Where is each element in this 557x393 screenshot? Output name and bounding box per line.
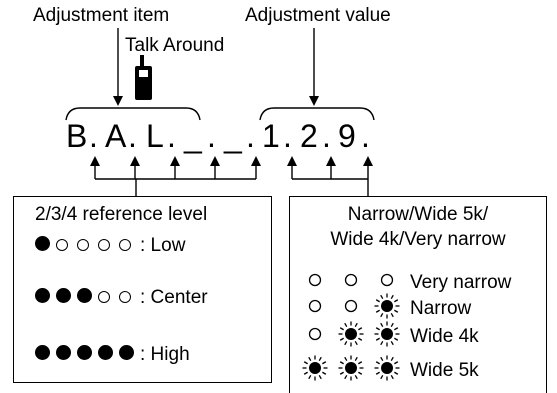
bandwidth-row-wide-5k: Wide 5k [302,355,479,387]
unlit-indicator-icon [338,267,364,293]
bandwidth-row-narrow: Narrow [302,293,471,325]
empty-dot-icon [56,239,68,251]
bandwidth-row-wide-4k: Wide 4k [302,321,479,353]
empty-dot-icon [98,291,110,303]
display-char-5: _ [224,118,242,154]
display-dot: . [246,118,255,154]
level-label-high: : High [140,344,190,365]
filled-dot-icon [35,288,50,303]
display-char-4: _ [184,118,202,154]
bandwidth-indicator-very-narrow [302,267,410,299]
display-char-3: L [146,118,164,154]
filled-dot-icon [56,345,71,360]
reference-level-panel: 2/3/4 reference level : Low : Center : H… [13,196,272,383]
value-pointer-arrowhead [309,96,319,106]
lit-indicator-icon [338,321,364,347]
bandwidth-indicator-wide-5k [302,355,410,387]
display-dot: . [89,118,98,154]
display-dot: . [167,118,176,154]
filled-dot-icon [119,345,134,360]
bandwidth-label-wide-5k: Wide 5k [410,360,479,381]
bandwidth-label-narrow: Narrow [410,298,472,319]
item-bracket [65,107,201,121]
reference-level-title: 2/3/4 reference level [35,204,208,225]
display-char-1: B [66,118,88,154]
filled-dot-icon [56,288,71,303]
display-dot: . [207,118,216,154]
bandwidth-panel: Narrow/Wide 5k/ Wide 4k/Very narrow Very… [289,196,547,393]
filled-dot-icon [98,345,113,360]
bandwidth-title-line1: Narrow/Wide 5k/ [347,204,489,225]
filled-dot-icon [35,236,50,251]
unlit-indicator-icon [302,293,328,319]
level-indicator-high [35,344,140,366]
bandwidth-title-line2: Wide 4k/Very narrow [330,229,506,250]
empty-dot-icon [98,239,110,251]
value-bracket [259,107,375,121]
filled-dot-icon [77,288,92,303]
display-char-6: 1 [262,118,280,154]
display-char-7: 2 [300,118,318,154]
level-label-center: : Center [140,287,208,308]
level-label-low: : Low [140,235,186,256]
level-row-low: : Low [35,235,185,257]
display-char-8: 9 [338,118,356,154]
level-row-center: : Center [35,287,208,309]
empty-dot-icon [119,291,131,303]
display-dot: . [283,118,292,154]
unlit-indicator-icon [302,321,328,347]
lit-indicator-icon [374,355,400,381]
unlit-indicator-icon [374,267,400,293]
level-indicator-center [35,287,140,309]
bandwidth-indicator-narrow [302,293,410,325]
filled-dot-icon [77,345,92,360]
bandwidth-label-very-narrow: Very narrow [410,272,512,293]
lit-indicator-icon [302,355,328,381]
adjustment-value-label: Adjustment value [245,5,391,26]
lit-indicator-icon [374,321,400,347]
bandwidth-row-very-narrow: Very narrow [302,267,511,299]
display-char-2: A [105,118,127,154]
handheld-radio-icon [135,55,152,100]
bandwidth-label-wide-4k: Wide 4k [410,326,479,347]
empty-dot-icon [119,239,131,251]
empty-dot-icon [77,239,89,251]
unlit-indicator-icon [338,293,364,319]
item-pointer-arrowhead [113,96,123,106]
filled-dot-icon [35,345,50,360]
display-dot: . [128,118,137,154]
display-dot: . [322,118,331,154]
lit-indicator-icon [338,355,364,381]
unlit-indicator-icon [302,267,328,293]
lit-indicator-icon [374,293,400,319]
talk-around-label: Talk Around [125,35,225,56]
bandwidth-indicator-wide-4k [302,321,410,353]
level-row-high: : High [35,344,190,366]
level-indicator-low [35,235,140,257]
adjustment-item-label: Adjustment item [33,5,170,26]
display-dot: . [361,118,370,154]
